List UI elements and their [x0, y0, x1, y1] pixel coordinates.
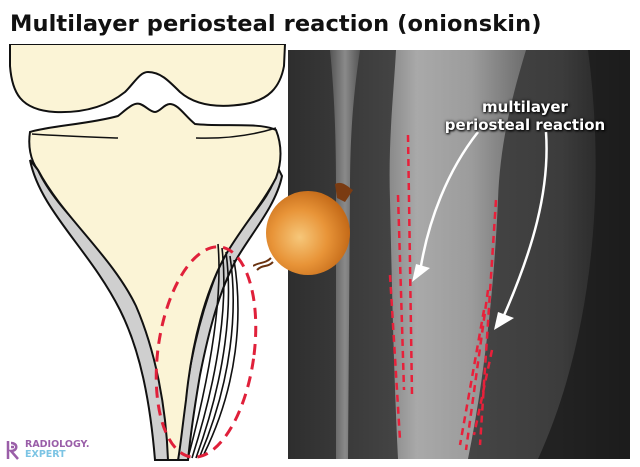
label-line-2: periosteal reaction: [444, 116, 606, 134]
radiology-expert-logo: RADIOLOGY. EXPERT: [6, 437, 89, 463]
knee-diagram-svg: [9, 44, 287, 461]
xray-svg: [288, 50, 630, 459]
page-title: Multilayer periosteal reaction (onionski…: [10, 11, 542, 37]
highlight-ellipse: [154, 245, 258, 459]
logo-r-icon: [6, 441, 19, 460]
knee-illustration: [0, 44, 290, 467]
periosteal-layers: [187, 243, 239, 459]
femur-shape: [9, 44, 287, 114]
arrow-icon: [418, 131, 548, 321]
logo-line-1: RADIOLOGY.: [25, 439, 90, 450]
tibia-shape: [28, 102, 282, 461]
fibula: [330, 50, 360, 459]
tibia: [389, 50, 526, 459]
xray-image: multilayer periosteal reaction: [288, 50, 630, 459]
periosteal-dash-lines: [388, 134, 498, 451]
xray-annotation-label: multilayer periosteal reaction: [418, 98, 630, 134]
onion-icon: [253, 178, 368, 278]
logo-line-2: EXPERT: [25, 449, 66, 460]
label-line-1: multilayer: [482, 98, 568, 116]
